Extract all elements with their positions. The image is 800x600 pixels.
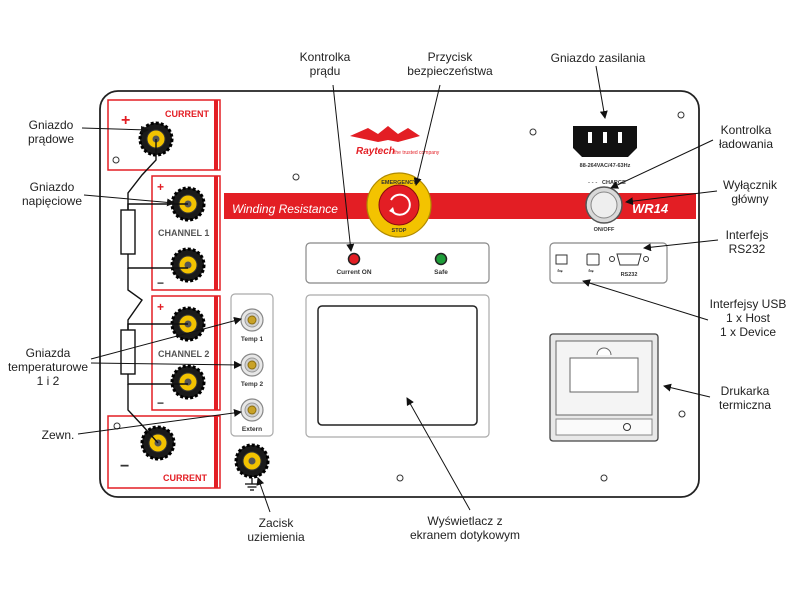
current-minus-label: CURRENT: [163, 473, 208, 483]
channel1-plus: +: [157, 180, 164, 194]
channel2-minus-socket[interactable]: [170, 364, 206, 400]
callout-interfejs-rs232: Interfejs RS232: [725, 228, 769, 256]
model-label: WR14: [632, 201, 669, 216]
temp1-label: Temp 1: [241, 336, 264, 343]
emergency-stop-button[interactable]: EMERGENCY STOP: [366, 172, 432, 238]
safe-led: [434, 252, 448, 266]
callout-arrows: [77, 65, 719, 513]
usb-device-port[interactable]: [586, 253, 600, 266]
callout-kontrolka-pradu: Kontrolka prądu: [299, 50, 351, 78]
callout-drukarka-termiczna: Drukarka termiczna: [718, 384, 771, 412]
power-inlet[interactable]: [573, 126, 637, 157]
extern-label: Extern: [242, 426, 262, 433]
channel1-minus: −: [157, 276, 164, 290]
callout-wylacznik-glowny: Wyłącznik główny: [723, 178, 777, 206]
callout-interfejsy-usb: Interfejsy USB 1 x Host 1 x Device: [709, 297, 787, 339]
channel1-label: CHANNEL 1: [158, 228, 209, 238]
thermal-printer[interactable]: [549, 333, 659, 442]
current-minus-sign: −: [120, 458, 129, 475]
callout-przycisk-bezpieczenstwa: Przycisk bezpieczeństwa: [407, 50, 493, 78]
emergency-label: EMERGENCY: [381, 180, 417, 186]
stop-label: STOP: [392, 228, 407, 234]
usb-device-icon: ⇋: [588, 268, 594, 275]
callout-gniazdo-zasilania: Gniazdo zasilania: [550, 51, 646, 65]
safe-label: Safe: [434, 269, 448, 276]
temp1-socket[interactable]: [240, 308, 264, 332]
usb-host-port[interactable]: [555, 254, 568, 265]
current-on-led: [347, 252, 361, 266]
raytech-logo: Raytech the trusted company: [350, 126, 440, 157]
temp2-label: Temp 2: [241, 381, 264, 388]
onoff-label: ON/OFF: [594, 227, 615, 233]
usb-host-icon: ⇋: [557, 268, 563, 275]
current-on-label: Current ON: [336, 269, 371, 276]
ground-terminal[interactable]: [234, 443, 270, 479]
callout-zewn: Zewn.: [41, 428, 75, 442]
brand-name: Raytech: [356, 146, 395, 157]
channel2-label: CHANNEL 2: [158, 349, 209, 359]
channel2-plus: +: [157, 300, 164, 314]
callout-kontrolka-ladowania: Kontrolka ładowania: [718, 123, 774, 151]
main-power-switch[interactable]: [585, 186, 623, 224]
svg-text:- - -: - - -: [588, 180, 597, 186]
callout-wyswietlacz: Wyświetlacz z ekranem dotykowym: [409, 514, 521, 542]
callout-gniazda-temperaturowe: Gniazda temperaturowe 1 i 2: [7, 346, 89, 388]
current-plus-label: CURRENT: [165, 109, 210, 119]
power-spec-label: 88-264VAC/47-63Hz: [580, 163, 631, 169]
interfaces-panel: [549, 242, 668, 284]
callout-gniazdo-napieciowe: Gniazdo napięciowe: [21, 180, 83, 208]
indicator-panel: [305, 242, 490, 284]
current-plus-sign: +: [121, 112, 130, 129]
brand-tagline: the trusted company: [394, 150, 440, 156]
panel-screws: [292, 111, 686, 482]
rs232-port[interactable]: [616, 253, 642, 266]
band-title: Winding Resistance: [232, 202, 338, 216]
callout-gniazdo-pradowe: Gniazdo prądowe: [27, 118, 75, 146]
channel1-minus-socket[interactable]: [170, 247, 206, 283]
rs232-label: RS232: [621, 272, 638, 278]
temp2-socket[interactable]: [240, 353, 264, 377]
extern-socket[interactable]: [240, 398, 264, 422]
touchscreen-display[interactable]: [317, 305, 478, 426]
channel2-minus: −: [157, 396, 164, 410]
callout-zacisk-uziemienia: Zacisk uziemienia: [247, 516, 305, 544]
